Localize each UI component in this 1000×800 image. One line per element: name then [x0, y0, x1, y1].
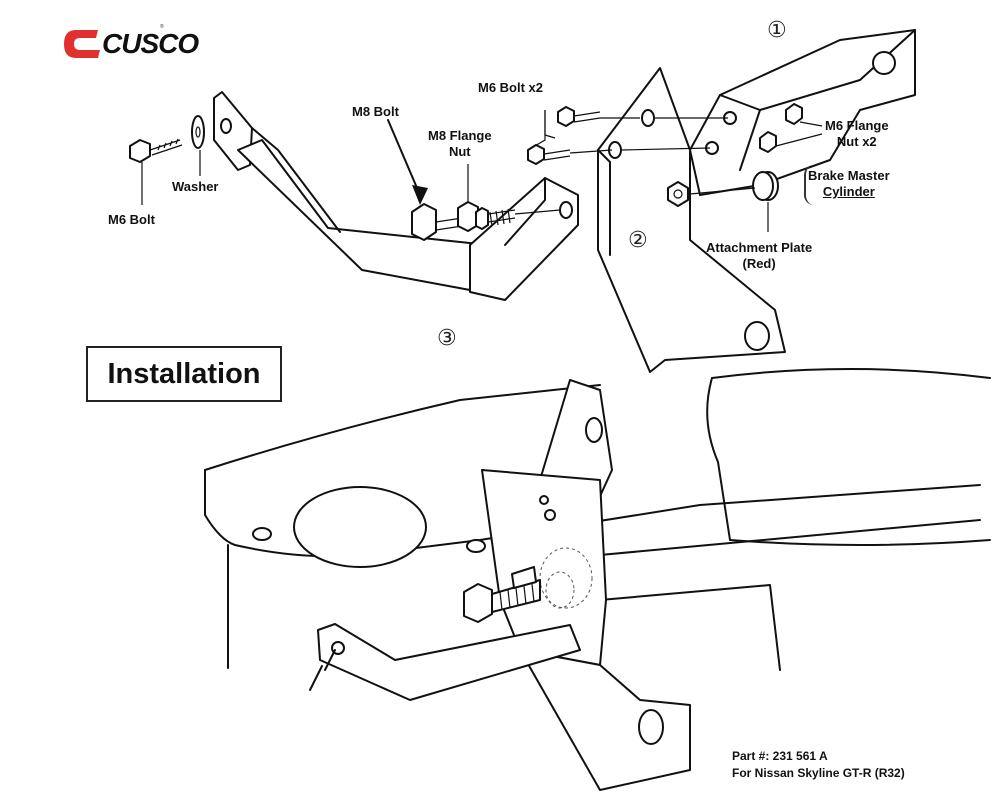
label-m8-flange-nut-line2: Nut	[448, 144, 471, 159]
label-attachment-plate-line1: Attachment Plate	[706, 240, 813, 255]
cusco-logo-mark-icon	[64, 30, 100, 58]
label-attachment-plate-line2: (Red)	[742, 256, 776, 271]
label-m6-flange-nut: M6 Flange Nut x2	[825, 118, 889, 150]
installation-heading: Installation	[107, 357, 261, 390]
label-m6-bolt: M6 Bolt	[108, 212, 155, 227]
installation-heading-box: Installation	[86, 346, 282, 402]
callout-part-2: ②	[628, 228, 648, 253]
footer-part-number: Part #: 231 561 A	[732, 749, 828, 763]
label-m6-flange-nut-line1: M6 Flange	[825, 118, 889, 133]
callout-part-3: ③	[437, 326, 457, 351]
label-brake-master-line1: Brake Master	[808, 168, 890, 183]
callout-part-1: ①	[767, 18, 787, 43]
cusco-logo: CUSCO ®	[62, 24, 232, 66]
m8-bolt-hardware	[411, 201, 516, 241]
m6-bolts-x2-hardware	[527, 106, 601, 165]
label-brake-master-cylinder: Brake Master Cylinder	[808, 168, 890, 200]
attachment-plate	[752, 171, 779, 232]
label-m6-flange-nut-line2: Nut x2	[836, 134, 877, 149]
label-brake-master-line2: Cylinder	[822, 184, 875, 199]
label-attachment-plate: Attachment Plate (Red)	[706, 240, 812, 272]
label-washer: Washer	[172, 179, 219, 194]
brake-master-bracket-line	[804, 165, 906, 205]
logo-tagline: ®	[160, 24, 164, 30]
bracket-part-3	[213, 91, 579, 301]
bracket-part-1	[689, 29, 916, 196]
leader-lines	[141, 110, 823, 215]
label-m8-bolt: M8 Bolt	[352, 104, 399, 119]
label-m8-flange-nut: M8 Flange Nut	[428, 128, 492, 160]
label-m8-flange-nut-line1: M8 Flange	[428, 128, 492, 143]
installed-assembly-view	[204, 368, 991, 791]
label-m6-bolt-x2: M6 Bolt x2	[478, 80, 544, 95]
footer-vehicle: For Nissan Skyline GT-R (R32)	[732, 766, 905, 780]
logo-text: CUSCO	[102, 28, 199, 59]
m6-bolt-left-hardware	[129, 115, 205, 163]
